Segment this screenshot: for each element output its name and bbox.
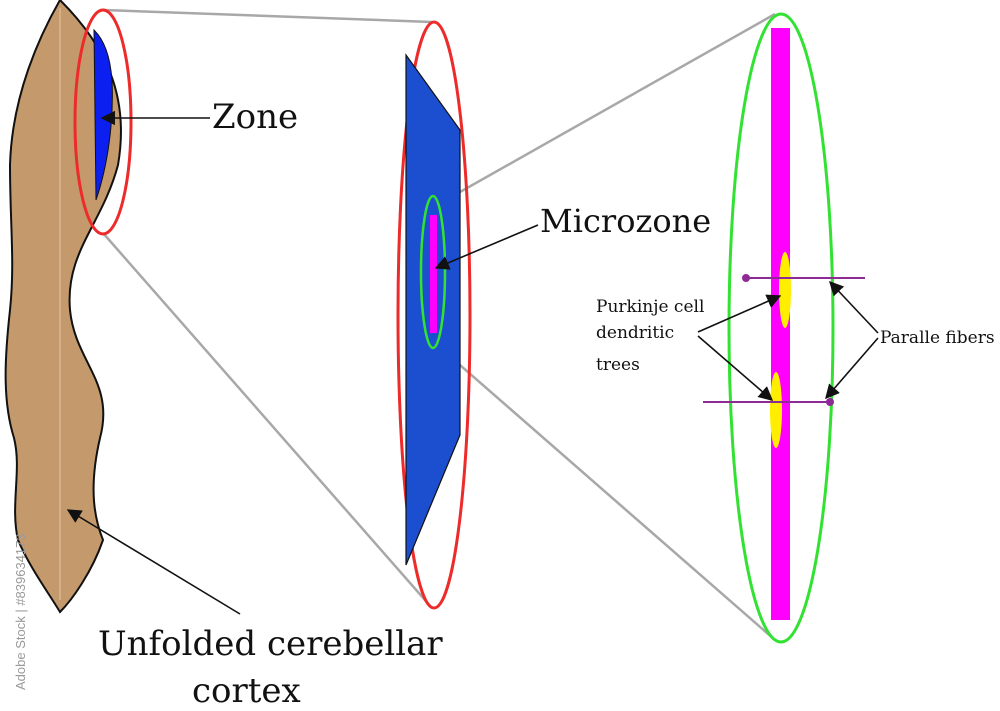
zoom-connectors (102, 8, 776, 641)
purkinje-label-line1: Purkinje cell (596, 297, 704, 317)
connector-bottom-1 (102, 232, 433, 609)
parallel-fiber-upper-terminal (742, 274, 750, 282)
purkinje-arrow-lower (697, 335, 774, 401)
microzone-highlight-ring (419, 194, 447, 350)
connector-bottom-2 (436, 344, 776, 641)
zone-magnified-ring (396, 20, 472, 610)
zone-highlight-ring (73, 8, 133, 236)
purkinje-arrow-upper (697, 294, 782, 333)
microzone-label: Microzone (540, 202, 711, 240)
microzone-strip (430, 215, 437, 333)
cortex-pointer-line (66, 509, 241, 615)
zone-label: Zone (212, 97, 298, 137)
connector-top-1 (102, 8, 433, 24)
connector-top-2 (436, 12, 776, 207)
microzone-magnified-ring (727, 12, 835, 644)
cortex-label-line1: Unfolded cerebellar (98, 624, 443, 664)
purkinje-dendritic-tree-lower (770, 372, 782, 448)
stock-watermark-text: Adobe Stock | #839634173 (13, 533, 28, 690)
parallel-fiber-arrow-lower (825, 337, 879, 400)
parallel-fiber-lower-terminal (826, 398, 834, 406)
parallel-fiber-arrow-upper (829, 280, 879, 334)
purkinje-label-line3: trees (596, 355, 640, 375)
cerebellar-cortex-shape (4, 0, 122, 614)
microzone-pointer-line (434, 224, 539, 270)
purkinje-label-line2: dendritic (596, 323, 674, 343)
microzone-magnified-strip (771, 28, 790, 620)
parallel-fibers-label: Paralle fibers (880, 328, 995, 348)
cortex-label-line2: cortex (192, 671, 301, 706)
purkinje-dendritic-tree-upper (779, 252, 791, 328)
